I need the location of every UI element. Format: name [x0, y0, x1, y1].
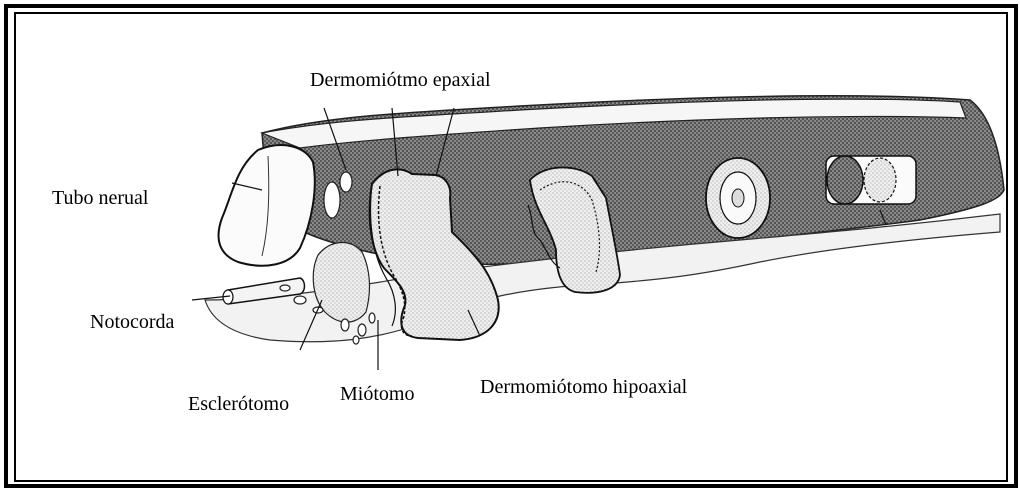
label-dermomyotome-epaxial: Dermomiótmo epaxial	[310, 70, 491, 90]
label-sclerotome: Esclerótomo	[188, 394, 289, 414]
neural-tube-shape	[219, 145, 315, 266]
dermomyotome-ring	[706, 158, 770, 238]
label-dermomyotome-hypoaxial: Dermomiótomo hipoaxial	[480, 377, 687, 397]
dermomyotome-cylinder	[826, 156, 916, 204]
label-neural-tube: Tubo nerual	[52, 188, 148, 208]
label-notochord: Notocorda	[90, 312, 174, 332]
label-myotome: Miótomo	[340, 384, 414, 404]
